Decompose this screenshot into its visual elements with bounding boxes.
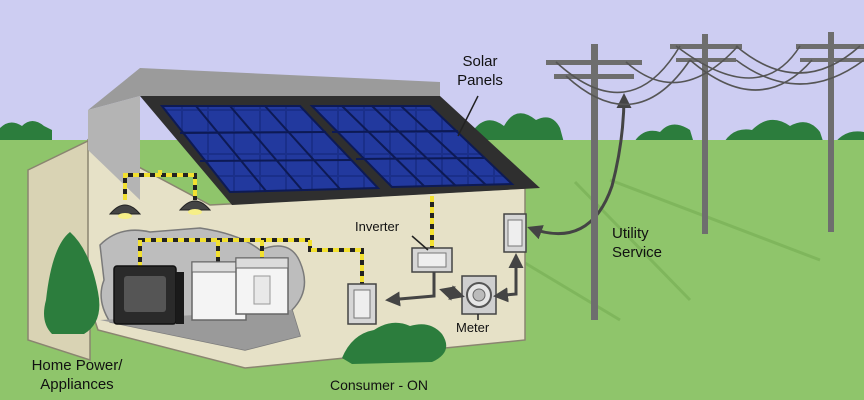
- label-solar-panels-line2: Panels: [457, 72, 503, 89]
- label-leaders: [411, 95, 479, 320]
- shrubs: [44, 232, 447, 364]
- ceiling-lamp-icon: [178, 200, 212, 215]
- power-lines: [555, 45, 864, 106]
- label-solar-panels: Solar Panels: [440, 52, 520, 90]
- utility-pole: [796, 32, 864, 232]
- dryer-icon: [235, 257, 289, 315]
- ceiling-lamp-icon: [108, 204, 142, 219]
- label-consumer-status: Consumer - ON: [330, 377, 429, 393]
- label-home-power: Home Power/ Appliances: [18, 356, 136, 394]
- label-home-power-line2: Appliances: [40, 376, 114, 393]
- roof-parapet: [88, 68, 440, 110]
- solar-cell-grid: [179, 105, 487, 192]
- label-utility-service-line1: Utility: [612, 225, 649, 242]
- label-utility-service: Utility Service: [612, 224, 662, 262]
- utility-disconnect-icon: [503, 213, 527, 253]
- label-utility-service-line2: Service: [612, 244, 663, 261]
- television-icon: [113, 265, 184, 325]
- wiring: [123, 170, 434, 288]
- label-inverter: Inverter: [355, 219, 400, 234]
- utility-pole: [546, 44, 642, 320]
- label-home-power-line1: Home Power/: [31, 357, 123, 374]
- meter-icon: [461, 275, 497, 315]
- label-solar-panels-line1: Solar: [462, 53, 498, 70]
- utility-pole: [670, 34, 742, 234]
- inverter-icon: [411, 247, 453, 273]
- breaker-panel-icon: [347, 283, 377, 325]
- label-meter: Meter: [456, 320, 490, 335]
- power-flow-arrows: [385, 93, 632, 307]
